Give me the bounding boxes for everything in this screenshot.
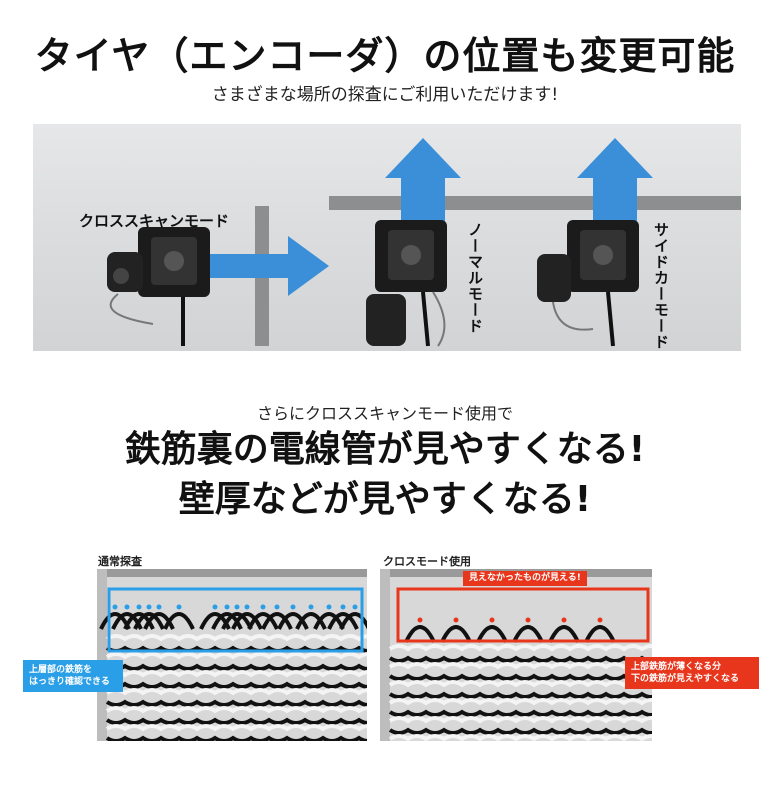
scan-image-normal — [97, 569, 367, 741]
callout-blue: 上層部の鉄筋を はっきり確認できる — [23, 660, 123, 692]
scan-band — [105, 670, 367, 678]
scan-hyperbola — [163, 612, 195, 630]
scan-hyperbola — [261, 612, 293, 630]
page-subtitle: さまざまな場所の探査にご利用いただけます! — [211, 85, 559, 105]
rebar-marker — [274, 604, 280, 610]
scan-band — [105, 717, 367, 725]
scan-band — [105, 652, 367, 660]
highlight-box-blue — [107, 587, 364, 653]
callout-red: 上部鉄筋が薄くなる分 下の鉄筋が見えやすくなる — [625, 657, 759, 689]
scan-band — [105, 688, 367, 696]
device-cross — [107, 227, 210, 346]
scan-hyperbola — [133, 612, 165, 630]
scan-band — [388, 680, 652, 688]
rebar-marker — [176, 604, 182, 610]
scan-hyperbola — [404, 625, 436, 643]
scan-hyperbola — [231, 612, 263, 630]
rebar-marker — [308, 604, 314, 610]
scan-band — [105, 663, 367, 671]
section-lead: さらにクロススキャンモード使用で — [256, 404, 513, 423]
scan-image-cross — [380, 569, 652, 741]
rebar-marker — [224, 604, 230, 610]
callout-blue-line2: はっきり確認できる — [29, 677, 110, 687]
mode-label-cross: クロススキャンモード — [79, 212, 230, 230]
scan-hyperbola — [211, 612, 243, 630]
rebar-horizontal — [329, 196, 741, 210]
rebar-marker — [212, 604, 218, 610]
scan-band — [388, 709, 652, 717]
scan-band — [388, 662, 652, 670]
rebar-marker — [453, 617, 459, 623]
scan-band — [388, 716, 652, 724]
scan-hyperbola — [143, 612, 175, 630]
headline-2: 壁厚などが見やすくなる! — [178, 479, 592, 520]
scan-hyperbola — [277, 612, 309, 630]
highlight-box-red — [396, 587, 650, 643]
scan-band — [105, 634, 367, 642]
scan-band — [388, 727, 652, 735]
rebar-marker — [244, 604, 250, 610]
scan-hyperbola — [221, 612, 253, 630]
scan-hyperbola — [123, 612, 155, 630]
arrow-right — [205, 236, 329, 296]
scan-right-tag: 見えなかったものが見える! — [463, 571, 587, 586]
scan-hyperbola — [512, 625, 544, 643]
scan-hyperbola — [584, 625, 616, 643]
rebar-marker — [124, 604, 130, 610]
scan-band — [388, 644, 652, 652]
scan-band — [388, 655, 652, 663]
rebar-marker — [525, 617, 531, 623]
rebar-marker — [340, 604, 346, 610]
device-side — [537, 220, 639, 347]
rebar-marker — [326, 604, 332, 610]
rebar-marker — [561, 617, 567, 623]
scan-hyperbola — [548, 625, 580, 643]
rebar-marker — [234, 604, 240, 610]
callout-red-line1: 上部鉄筋が薄くなる分 — [631, 662, 722, 672]
rebar-marker — [136, 604, 142, 610]
rebar-marker — [112, 604, 118, 610]
rebar-marker — [352, 604, 358, 610]
rebar-marker — [489, 617, 495, 623]
scan-hyperbola — [339, 612, 367, 630]
arrow-up-side — [577, 138, 653, 226]
scan-hyperbola — [440, 625, 472, 643]
headline-1: 鉄筋裏の電線管が見やすくなる! — [124, 429, 646, 470]
callout-red-line2: 下の鉄筋が見えやすくなる — [631, 674, 740, 684]
device-illustration — [107, 138, 741, 347]
scan-band — [388, 698, 652, 706]
scan-band — [105, 724, 367, 732]
page-title: タイヤ（エンコーダ）の位置も変更可能 — [34, 34, 736, 78]
scan-hyperbola — [327, 612, 359, 630]
scan-band — [105, 681, 367, 689]
scan-hyperbola — [313, 612, 345, 630]
scan-band — [388, 734, 652, 741]
mode-label-side: サイドカーモード — [652, 222, 670, 350]
scan-hyperbola — [247, 612, 279, 630]
scan-band — [105, 706, 367, 714]
device-normal — [366, 220, 447, 347]
rebar-marker — [146, 604, 152, 610]
mode-label-normal: ノーマルモード — [466, 222, 484, 334]
callout-blue-line1: 上層部の鉄筋を — [29, 665, 93, 675]
arrow-up-normal — [385, 138, 461, 226]
rebar-marker — [597, 617, 603, 623]
rebar-marker — [156, 604, 162, 610]
device-modes-photo: クロススキャンモード ノーマルモード サイドカーモード — [33, 124, 741, 351]
scan-hyperbola — [476, 625, 508, 643]
scan-right-title: クロスモード使用 — [383, 555, 471, 568]
scan-band — [388, 691, 652, 699]
rebar-marker — [290, 604, 296, 610]
rebar-marker — [260, 604, 266, 610]
scan-band — [105, 699, 367, 707]
scan-left-title: 通常探査 — [98, 555, 142, 568]
scan-band — [388, 673, 652, 681]
scan-hyperbola — [295, 612, 327, 630]
rebar-marker — [417, 617, 423, 623]
